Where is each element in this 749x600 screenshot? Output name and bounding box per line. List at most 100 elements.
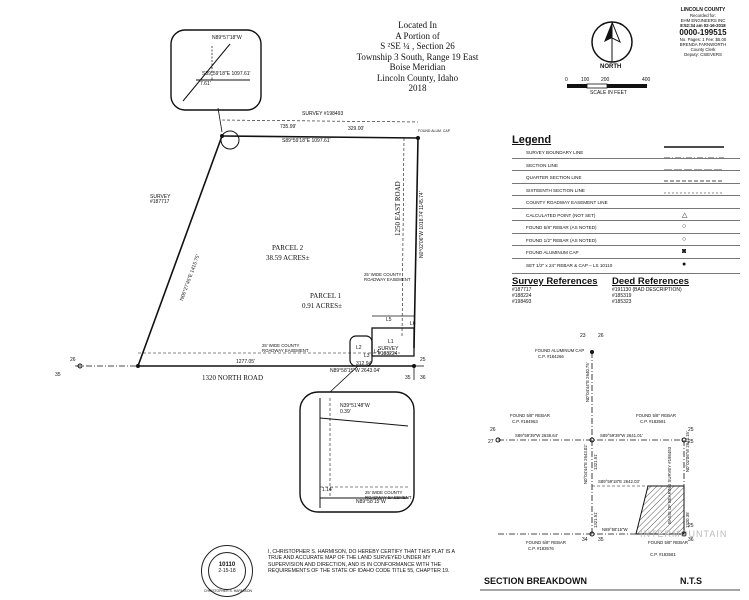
breakdown-bearing: 1321.51' [593,511,598,528]
scale-tick-0: 0 [565,77,568,83]
title-line-5: Boise Meridian [389,62,446,72]
breakdown-label: C.P. #184266 [538,354,564,359]
section-corner-number: 35 [55,372,61,378]
survey-label: SURVEY #188224 [378,346,399,357]
section-corner-number: 35 [405,375,411,381]
triangle-icon: △ [682,211,688,219]
parcel1-area: 0.91 ACRES± [302,302,343,310]
breakdown-section-number: 26 [598,333,604,339]
easement-note: 25' WIDE COUNTY ROADWAY EASEMENT [262,343,309,353]
deed-ref-item: #185319 [612,293,632,299]
survey-ref-item: #187717 [512,287,532,293]
dot-icon: ● [682,260,687,268]
parcel2-label: PARCEL 2 [272,244,304,252]
breakdown-bearing: N0°04'44"E 2640.75' [585,362,590,402]
survey-label: SURVEY #198493 [302,111,344,117]
legend-heading: Legend [512,134,552,146]
bearing: 312.94' [356,361,373,367]
title-line-4: Township 3 South, Range 19 East [356,51,479,62]
scale-tick-100: 100 [581,77,590,83]
parcel2-area: 38.59 ACRES± [266,254,310,262]
seal-date: 2-15-18 [218,568,236,574]
cap-icon: ◙ [682,248,687,255]
clerk-title: County Clerk [690,47,716,52]
breakdown-label: FOUND 5/8" REBAR [510,413,550,418]
legend-item: CALCULATED POINT (NOT SET)△ [512,209,740,221]
breakdown-label: C.P. #183581 [650,552,676,557]
recorded-for: Recorded for: [689,13,717,18]
deed-ref-item: #185323 [612,299,632,305]
bearing: 1277.05' [236,359,256,365]
legend-item: SURVEY BOUNDARY LINE [512,146,740,159]
survey-area-hatch [635,485,685,535]
deputy: Deputy: CSIEVERS [684,52,722,57]
breakdown-bearing: N0°02'06"W 2644.15' [685,431,690,472]
breakdown-section-number: 34 [582,537,588,543]
nts-label: N.T.S [680,576,703,586]
breakdown-section-number: 36 [688,537,694,543]
breakdown-label: FOUND ALUMINUM CAP [535,348,585,353]
watermark: INTERMOUNTAIN [640,529,728,539]
bearing: S89°59'18"E 1097.61' [282,138,331,144]
breakdown-section-number: 23 [580,333,586,339]
title-line-3: S ²SE ¼ , Section 26 [380,41,455,51]
legend-item: COUNTY ROADWAY EASEMENT LINE [512,196,740,209]
breakdown-label: FOUND 5/8" REBAR [526,540,566,545]
breakdown-section-number: 35 [598,537,604,543]
parcel1-label: PARCEL 1 [310,292,342,300]
road-east-label: 1250 EAST ROAD [394,181,402,236]
road-north-label: 1320 NORTH ROAD [202,374,264,382]
legend-item: SECTION LINE [512,159,740,171]
bearing: 0.39' [340,409,351,415]
bearing: N0°02'06"W 1018.74' [419,210,425,258]
title-line-7: 2018 [408,83,427,93]
scale-tick-400: 400 [642,77,651,83]
breakdown-bearing: N89°58'15"W [602,527,628,532]
clerk-name: BRENDA FARNWORTH [679,42,727,47]
easement-note: 25' WIDE COUNTY ROADWAY EASEMENT [364,272,411,282]
breakdown-label: C.P. #183576 [528,546,554,551]
section-corner-number: 26 [70,357,76,363]
circle-icon: ○ [682,235,687,243]
bearing: N89°58'15"W [356,499,386,505]
legend-item: SET 1/2" x 24" REBAR & CAP – LS 10110● [512,259,740,274]
breakdown-label: C.P. #183581 [640,419,666,424]
bearing: 735.99' [280,124,297,130]
north-label: NORTH [600,64,622,70]
line-label: L4 [374,349,380,355]
survey-references: Survey References #187717 #188224 #19849… [512,276,598,305]
bearing: S89°59'18"E 1097.61' [202,71,251,77]
firm-name: EHM ENGINEERS INC [680,18,726,23]
deed-refs-heading: Deed References [612,276,690,287]
legend-item: FOUND 5/8" REBAR (AS NOTED)○ [512,221,740,234]
seal-name: CHRISTOPHER S. HARMISON [204,589,252,593]
breakdown-section-number: 25 [688,523,694,529]
title-line-1: Located In [398,20,437,30]
breakdown-bearing: N0°04'44"E 2643.02' [583,444,588,484]
title-block: Located In A Portion of S ²SE ¼ , Sectio… [330,20,505,94]
legend-item: QUARTER SECTION LINE [512,171,740,184]
breakdown-label: FOUND 5/8" REBAR [648,540,688,545]
breakdown-bearing: S89°59'39"W 2638.64' [515,433,558,438]
surveyor-certification: I, CHRISTOPHER S. HARMISON, DO HEREBY CE… [268,549,455,574]
breakdown-section-number: 26 [490,427,496,433]
county-name: LINCOLN COUNTY [680,7,726,13]
title-line-2: A Portion of [395,30,440,41]
breakdown-bearing: S89°59'18"E 2642.03' [598,479,640,484]
breakdown-label: C.P. #184963 [512,419,538,424]
section-corner-number: 25 [420,357,426,363]
breakdown-bearing: 1321.51' [593,453,598,470]
breakdown-bearing: BASIS OF BEARING SURVEY #198493 [667,447,672,524]
bearing: 1.14' [322,487,333,493]
legend-item: FOUND 1/2" REBAR (AS NOTED)○ [512,234,740,246]
record-pages: No. Pages: 1 Fee: $5.00 [679,37,727,42]
line-label: L5 [386,317,392,323]
line-label: L3 [364,353,370,359]
deed-references: Deed References #191130 (BAD DESCRIPTION… [612,276,689,305]
found-alum-label: FOUND ALUM. CAP [418,129,451,133]
bearing: N39°51'48"W [340,403,370,409]
breakdown-section-number: 25 [688,427,694,433]
easement-note: 25' WIDE COUNTY ROADWAY EASEMENT [365,490,412,500]
bearing: N89°58'15"W 2643.04' [330,368,381,374]
detail-bubble-top [170,29,262,111]
